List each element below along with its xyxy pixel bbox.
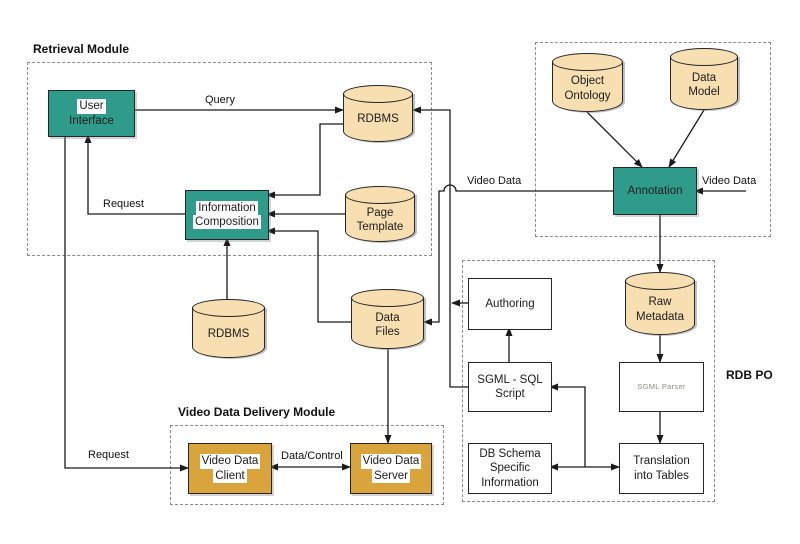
label-line: Authoring bbox=[485, 297, 535, 310]
edge-datamodel-to-annotation bbox=[668, 109, 705, 168]
label-line: Server bbox=[372, 468, 410, 483]
label-line: Translation bbox=[633, 455, 690, 468]
query-edge-label: Query bbox=[205, 94, 235, 106]
edge-ontology-to-annotation bbox=[586, 111, 643, 168]
rdbms-standalone-cylinder: RDBMS bbox=[192, 299, 265, 358]
data-model-cylinder: Data Model bbox=[670, 48, 738, 110]
request-top-edge-label: Request bbox=[103, 198, 144, 210]
cylinder-label: Object Ontology bbox=[552, 67, 623, 110]
cylinder-top-ellipse bbox=[351, 289, 424, 307]
video-data-server-box: Video Data Server bbox=[350, 443, 432, 494]
label-line: into Tables bbox=[634, 469, 689, 482]
cylinder-label: Data Files bbox=[351, 303, 424, 347]
label-line: SGML - SQL bbox=[477, 373, 543, 386]
edge-rdbms-to-infocomp bbox=[266, 123, 343, 199]
information-composition-box: Information Composition bbox=[185, 190, 269, 240]
edge-sgmlsql-to-rdbms bbox=[412, 106, 468, 388]
edge-datafiles-to-infocomp bbox=[266, 227, 351, 323]
cylinder-top-ellipse bbox=[343, 85, 413, 103]
delivery-module-box bbox=[170, 425, 444, 505]
label-line: Annotation bbox=[627, 184, 683, 197]
annotation-module-box bbox=[535, 42, 771, 237]
retrieval-module-box bbox=[27, 62, 432, 256]
label-line: Raw bbox=[648, 296, 672, 309]
label-line: Data bbox=[375, 311, 400, 324]
label-line: Ontology bbox=[564, 89, 611, 102]
cylinder-label: Raw Metadata bbox=[625, 286, 695, 333]
cylinder-top-ellipse bbox=[192, 299, 265, 317]
video-data-right-edge-label: Video Data bbox=[702, 175, 757, 187]
edge-annotation-videodata-to-datafiles bbox=[423, 184, 613, 326]
sgml-sql-script-box: SGML - SQL Script bbox=[468, 362, 552, 412]
cylinder-body bbox=[192, 307, 265, 358]
label-line: Specific bbox=[489, 462, 531, 475]
raw-metadata-cylinder: Raw Metadata bbox=[625, 272, 695, 335]
user-interface-box: User Interface bbox=[48, 90, 135, 137]
cylinder-label: Data Model bbox=[670, 62, 738, 108]
video-data-left-edge-label: Video Data bbox=[467, 175, 522, 187]
data-files-cylinder: Data Files bbox=[351, 289, 424, 349]
label-line: Page bbox=[366, 206, 394, 219]
label-line: SGML Parser bbox=[637, 382, 686, 392]
cylinder-top-ellipse bbox=[345, 186, 415, 204]
rdb-po-module-box bbox=[462, 260, 715, 502]
retrieval-module-title: Retrieval Module bbox=[33, 42, 130, 56]
edge-junction-to-sgmlsql bbox=[549, 383, 586, 467]
label-line: Data bbox=[691, 71, 717, 84]
authoring-box: Authoring bbox=[468, 278, 552, 330]
label-line: Object bbox=[570, 75, 605, 88]
object-ontology-cylinder: Object Ontology bbox=[552, 53, 623, 112]
label-line: Model bbox=[688, 86, 720, 98]
cylinder-label: Page Template bbox=[345, 200, 415, 240]
rdbms-query-cylinder: RDBMS bbox=[343, 85, 413, 142]
label-line: Composition bbox=[193, 215, 261, 230]
cylinder-top-ellipse bbox=[552, 53, 623, 71]
cylinder-label: RDBMS bbox=[192, 313, 265, 356]
label-line: Metadata bbox=[636, 310, 684, 323]
data-control-edge-label: Data/Control bbox=[281, 450, 343, 462]
label-line: Template bbox=[356, 221, 404, 233]
label-line: Video Data bbox=[360, 454, 422, 469]
annotation-box: Annotation bbox=[613, 167, 697, 215]
request-bottom-edge-label: Request bbox=[88, 449, 129, 461]
label-line: Script bbox=[495, 388, 525, 400]
label-line: Information bbox=[481, 476, 539, 489]
label-line: RDBMS bbox=[207, 328, 250, 341]
page-template-cylinder: Page Template bbox=[345, 186, 415, 242]
edge-request-infocomp-to-ui bbox=[84, 134, 185, 215]
db-schema-box: DB Schema Specific Information bbox=[468, 443, 552, 494]
label-line: DB Schema bbox=[479, 447, 541, 460]
sgml-parser-box: SGML Parser bbox=[619, 362, 704, 412]
rdb-po-module-title: RDB PO bbox=[726, 368, 773, 382]
label-line: Client bbox=[213, 468, 247, 483]
label-line: Video Data bbox=[199, 454, 261, 469]
video-data-client-box: Video Data Client bbox=[188, 443, 272, 494]
label-line: Information bbox=[196, 200, 258, 215]
label-line: Files bbox=[375, 326, 400, 338]
edge-request-ui-to-videoclient bbox=[64, 135, 189, 472]
cylinder-label: RDBMS bbox=[343, 99, 413, 140]
label-line: User bbox=[77, 99, 106, 114]
delivery-module-title: Video Data Delivery Module bbox=[178, 405, 336, 419]
translation-box: Translation into Tables bbox=[619, 443, 704, 494]
label-line: Interface bbox=[69, 114, 114, 127]
cylinder-top-ellipse bbox=[670, 48, 738, 66]
label-line: RDBMS bbox=[357, 113, 399, 126]
